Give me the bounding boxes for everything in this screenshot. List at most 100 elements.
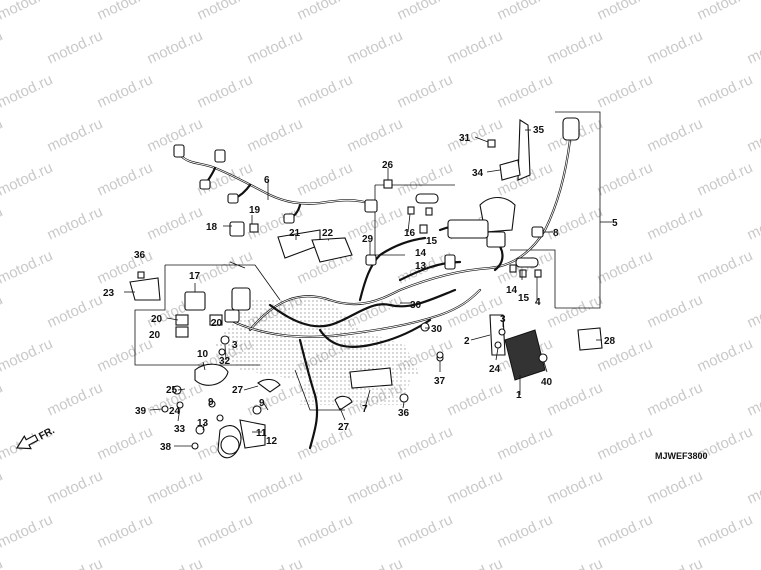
part-label-21: 21: [289, 228, 301, 239]
watermark-text: motod.ru: [95, 423, 156, 463]
sub-harness-5: [447, 117, 580, 248]
part-label-32: 32: [219, 356, 231, 367]
watermark-text: motod.ru: [95, 335, 156, 375]
watermark-text: motod.ru: [245, 555, 306, 570]
part-label-27: 27: [338, 422, 350, 433]
watermark-text: motod.ru: [695, 0, 756, 24]
part-label-6: 6: [264, 175, 270, 186]
part-label-17: 17: [189, 271, 201, 282]
part-label-20: 20: [211, 318, 223, 329]
part-label-30: 30: [410, 300, 422, 311]
watermark-text: motod.ru: [0, 71, 55, 111]
watermark-text: motod.ru: [0, 203, 5, 243]
watermark-text: motod.ru: [695, 335, 756, 375]
watermark-text: motod.ru: [295, 511, 356, 551]
diagram-code: MJWEF3800: [655, 451, 708, 461]
watermark-text: motod.ru: [745, 467, 761, 507]
watermark-text: motod.ru: [145, 467, 206, 507]
watermark-text: motod.ru: [295, 71, 356, 111]
watermark-text: motod.ru: [745, 555, 761, 570]
part-label-35: 35: [533, 125, 545, 136]
watermark-text: motod.ru: [95, 511, 156, 551]
watermark-text: motod.ru: [745, 115, 761, 155]
part-label-19: 19: [249, 205, 261, 216]
arrow-left-icon: [15, 434, 39, 450]
watermark-text: motod.ru: [0, 0, 55, 24]
watermark-text: motod.ru: [695, 247, 756, 287]
watermark-text: motod.ru: [145, 27, 206, 67]
watermark-text: motod.ru: [645, 291, 706, 331]
watermark-text: motod.ru: [745, 379, 761, 419]
watermark-text: motod.ru: [395, 511, 456, 551]
watermark-text: motod.ru: [495, 511, 556, 551]
watermark-text: motod.ru: [345, 467, 406, 507]
watermark-text: motod.ru: [595, 0, 656, 24]
part-label-14: 14: [415, 248, 427, 259]
watermark-text: motod.ru: [245, 467, 306, 507]
watermark-text: motod.ru: [745, 27, 761, 67]
part-label-36: 36: [134, 250, 146, 261]
part-label-37: 37: [434, 376, 446, 387]
part-label-14: 14: [506, 285, 518, 296]
watermark-text: motod.ru: [295, 159, 356, 199]
watermark-text: motod.ru: [495, 71, 556, 111]
part-label-12: 12: [266, 436, 278, 447]
part-label-31: 31: [459, 133, 471, 144]
part-label-13: 13: [197, 418, 209, 429]
watermark-text: motod.ru: [45, 203, 106, 243]
watermark-text: motod.ru: [0, 115, 5, 155]
watermark-text: motod.ru: [245, 27, 306, 67]
part-label-5: 5: [612, 218, 618, 229]
part-label-34: 34: [472, 168, 484, 179]
watermark-text: motod.ru: [195, 71, 256, 111]
part-label-9: 9: [208, 397, 214, 408]
watermark-text: motod.ru: [145, 203, 206, 243]
watermark-text: motod.ru: [345, 555, 406, 570]
part-label-36: 36: [398, 408, 410, 419]
watermark-text: motod.ru: [595, 71, 656, 111]
part-label-26: 26: [382, 160, 394, 171]
watermark-text: motod.ru: [345, 115, 406, 155]
part-label-4: 4: [535, 297, 541, 308]
watermark-text: motod.ru: [395, 71, 456, 111]
watermark-text: motod.ru: [345, 27, 406, 67]
part-label-15: 15: [426, 236, 438, 247]
watermark-text: motod.ru: [645, 467, 706, 507]
watermark-text: motod.ru: [445, 555, 506, 570]
leader-lines: [124, 129, 602, 447]
watermark-text: motod.ru: [645, 555, 706, 570]
part-label-33: 33: [174, 424, 186, 435]
watermark-text: motod.ru: [445, 467, 506, 507]
watermark-text: motod.ru: [45, 379, 106, 419]
watermark-text: motod.ru: [195, 511, 256, 551]
watermark-text: motod.ru: [645, 27, 706, 67]
watermark-text: motod.ru: [695, 159, 756, 199]
watermark-text: motod.ru: [245, 115, 306, 155]
part-label-24: 24: [169, 406, 181, 417]
watermark-text: motod.ru: [195, 0, 256, 24]
watermark-text: motod.ru: [0, 291, 5, 331]
watermark-text: motod.ru: [45, 467, 106, 507]
part-label-13: 13: [415, 261, 427, 272]
watermark-text: motod.ru: [545, 555, 606, 570]
part-label-7: 7: [362, 404, 368, 415]
sub-harness-6: [173, 144, 378, 224]
part-label-2: 2: [464, 336, 470, 347]
part-label-16: 16: [404, 228, 416, 239]
connector-parts: [129, 139, 603, 459]
part-label-40: 40: [541, 377, 553, 388]
part-label-20: 20: [151, 314, 163, 325]
part-label-3: 3: [232, 340, 238, 351]
part-label-25: 25: [166, 385, 178, 396]
part-label-28: 28: [604, 336, 616, 347]
watermark-text: motod.ru: [595, 423, 656, 463]
part-label-9: 9: [259, 398, 265, 409]
watermark-text: motod.ru: [0, 159, 55, 199]
watermark-text: motod.ru: [0, 511, 55, 551]
watermark-text: motod.ru: [445, 379, 506, 419]
watermark-text: motod.ru: [545, 467, 606, 507]
watermark-text: motod.ru: [495, 0, 556, 24]
